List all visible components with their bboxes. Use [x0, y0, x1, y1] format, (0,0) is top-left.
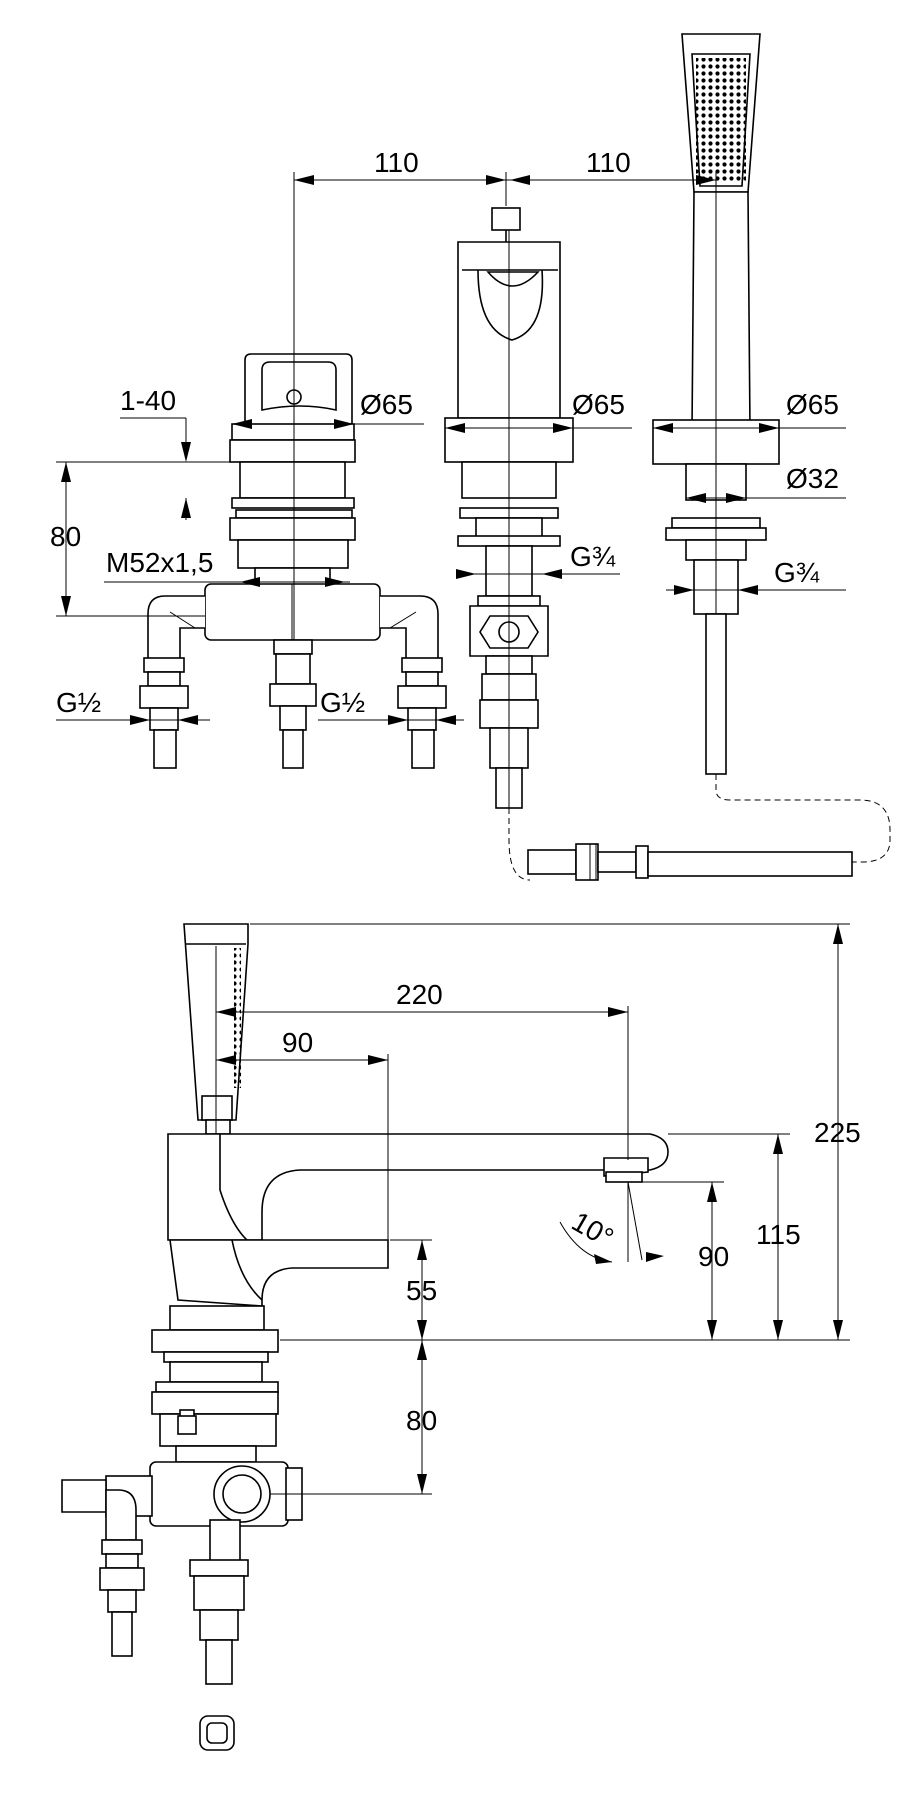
label-height-under-deck: 80	[50, 521, 81, 552]
label-outlet-height: 90	[698, 1241, 729, 1272]
label-handle-height: 55	[406, 1275, 437, 1306]
dimension-labels: 110 110 1-40 Ø65 Ø65 Ø65 Ø32 80 M52x1,5 …	[50, 147, 861, 1436]
label-inlet-left: G½	[56, 687, 101, 718]
label-diameter-mixer: Ø65	[360, 389, 413, 420]
label-thread-spout: G¾	[570, 541, 616, 572]
label-diameter-spout: Ø65	[572, 389, 625, 420]
dimension-lines-side	[215, 923, 850, 1495]
label-diameter-shower: Ø65	[786, 389, 839, 420]
label-inlet-right: G½	[320, 687, 365, 718]
shower-spray-face	[234, 948, 241, 1088]
shower-hose	[508, 774, 891, 881]
label-diameter-hose-holder: Ø32	[786, 463, 839, 494]
label-handle-reach: 90	[282, 1027, 313, 1058]
label-spout-reach: 220	[396, 979, 443, 1010]
label-clamp-range: 1-40	[120, 385, 176, 416]
label-thread-mixer: M52x1,5	[106, 547, 213, 578]
label-spout-height: 115	[756, 1219, 801, 1250]
label-top-spacing-right: 110	[586, 147, 631, 178]
side-view-assembly	[61, 923, 669, 1751]
mixer-body-front-view	[139, 180, 447, 769]
label-body-depth: 80	[406, 1405, 437, 1436]
spout-front-view	[444, 207, 574, 809]
hand-shower-front-view	[652, 33, 780, 775]
label-thread-shower: G¾	[774, 557, 820, 588]
dimension-lines-top	[56, 172, 846, 725]
label-outlet-angle: 10°	[567, 1206, 619, 1254]
label-total-height: 225	[814, 1117, 861, 1148]
label-top-spacing-left: 110	[374, 147, 419, 178]
